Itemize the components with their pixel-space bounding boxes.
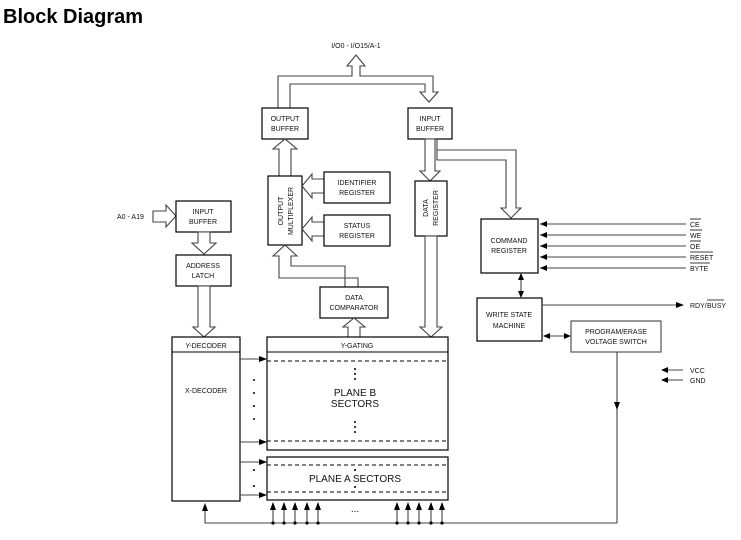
svg-text:REGISTER: REGISTER: [491, 248, 527, 255]
data-register-to-ygating-bus: [418, 235, 444, 338]
signal-reset: RESET: [690, 255, 714, 262]
latch-to-decoder-bus: [191, 285, 217, 338]
data-comparator-block: DATA COMPARATOR: [319, 286, 389, 319]
x-decoder-label: X-DECODER: [185, 388, 227, 395]
control-signal-labels: CE WE OE RESET BYTE: [690, 218, 714, 273]
data-register-block: DATA REGISTER: [414, 180, 448, 237]
svg-text:INPUT: INPUT: [193, 209, 215, 216]
voltage-feed-line: [614, 352, 620, 523]
svg-text:OUTPUT: OUTPUT: [271, 116, 301, 123]
input-buffer-to-latch-bus: [190, 231, 218, 255]
output-buffer-block: OUTPUT BUFFER: [261, 107, 309, 140]
diagram-title: Block Diagram: [3, 6, 144, 28]
svg-text:BUFFER: BUFFER: [416, 126, 444, 133]
address-latch-block: ADDRESS LATCH: [175, 254, 232, 287]
io-bus: [277, 54, 440, 109]
svg-text:DATA: DATA: [345, 295, 363, 302]
svg-text:BUFFER: BUFFER: [189, 219, 217, 226]
command-wsm-link: [518, 273, 524, 298]
program-erase-voltage-switch-block: PROGRAM/ERASE VOLTAGE SWITCH: [570, 320, 662, 353]
input-buffer-data-block: INPUT BUFFER: [407, 107, 453, 140]
pin-vcc: VCC: [690, 368, 705, 375]
rdy-busy-prefix: RDY/: [690, 303, 707, 310]
signal-we: WE: [690, 233, 702, 240]
row-select-arrows: [240, 356, 267, 498]
svg-text:IDENTIFIER: IDENTIFIER: [338, 180, 377, 187]
control-signal-lines: [540, 221, 686, 271]
status-register-block: STATUS REGISTER: [323, 214, 391, 247]
sector-arrows-ellipsis: ...: [351, 504, 359, 515]
signal-byte: BYTE: [690, 266, 709, 273]
svg-text:BUFFER: BUFFER: [271, 126, 299, 133]
mux-to-output-buffer-bus: [271, 138, 299, 177]
svg-text:PROGRAM/ERASE: PROGRAM/ERASE: [585, 329, 647, 336]
svg-text:OUTPUT: OUTPUT: [278, 196, 285, 226]
rdy-busy-overlined: BUSY: [707, 303, 726, 310]
status-to-mux-bus: [301, 215, 325, 243]
command-register-block: COMMAND REGISTER: [480, 218, 539, 274]
pin-gnd: GND: [690, 378, 706, 385]
svg-text:REGISTER: REGISTER: [339, 233, 375, 240]
svg-text:WRITE STATE: WRITE STATE: [486, 312, 532, 319]
plane-a-label: PLANE A SECTORS: [309, 474, 401, 485]
rdy-busy-output: RDY/ BUSY: [542, 299, 726, 310]
plane-b-array: Y-GATING PLANE B SECTORS: [266, 336, 449, 451]
address-input-bus: [152, 203, 177, 229]
y-decoder-label: Y-DECODER: [185, 343, 226, 350]
sector-supply-arrows: ...: [270, 502, 445, 525]
address-input-label: A0 - A19: [117, 214, 144, 221]
svg-text:MACHINE: MACHINE: [493, 323, 526, 330]
svg-text:LATCH: LATCH: [192, 273, 214, 280]
input-buffer-to-data-register-bus: [418, 138, 442, 182]
y-gating-label: Y-GATING: [341, 343, 374, 350]
plane-a-array: PLANE A SECTORS: [266, 456, 449, 501]
input-buffer-to-command-register-bus: [436, 139, 523, 219]
svg-text:DATA: DATA: [423, 199, 430, 217]
signal-ce: CE: [690, 222, 700, 229]
svg-text:MULTIPLEXER: MULTIPLEXER: [288, 187, 295, 235]
bottom-bus: [202, 503, 617, 524]
write-state-machine-block: WRITE STATE MACHINE: [476, 297, 543, 342]
svg-text:COMPARATOR: COMPARATOR: [329, 305, 378, 312]
power-pins: VCC GND: [661, 367, 706, 385]
input-buffer-address-block: INPUT BUFFER: [175, 200, 232, 233]
svg-text:REGISTER: REGISTER: [433, 190, 440, 226]
plane-b-label-2: SECTORS: [331, 399, 379, 410]
svg-text:VOLTAGE SWITCH: VOLTAGE SWITCH: [585, 339, 647, 346]
identifier-register-block: IDENTIFIER REGISTER: [323, 171, 391, 204]
svg-text:ADDRESS: ADDRESS: [186, 263, 220, 270]
svg-text:COMMAND: COMMAND: [491, 238, 528, 245]
ygating-to-comparator-bus: [341, 317, 367, 338]
io-bus-label: I/O0 - I/O15/A-1: [331, 43, 381, 50]
plane-b-label-1: PLANE B: [334, 388, 377, 399]
svg-text:REGISTER: REGISTER: [339, 190, 375, 197]
identifier-to-mux-bus: [301, 172, 325, 200]
signal-oe: OE: [690, 244, 700, 251]
svg-text:STATUS: STATUS: [344, 223, 371, 230]
svg-text:INPUT: INPUT: [420, 116, 442, 123]
comparator-to-mux-bus: [271, 244, 359, 288]
decoder-block: Y-DECODER X-DECODER: [171, 336, 241, 502]
output-multiplexer-block: OUTPUT MULTIPLEXER: [267, 175, 303, 246]
wsm-program-erase-link: [543, 333, 571, 339]
